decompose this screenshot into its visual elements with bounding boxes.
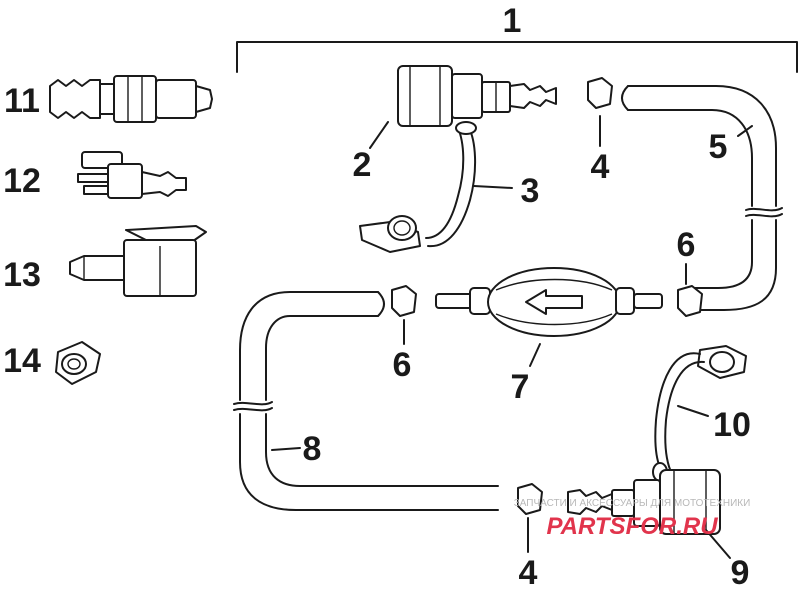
leader-lines [271, 115, 753, 559]
callout-2: 2 [353, 146, 372, 184]
part-14-clamp [55, 341, 101, 385]
callout-14: 14 [3, 342, 41, 380]
part-11-connector [49, 75, 213, 123]
callout-12: 12 [3, 162, 41, 200]
part-8-hose [233, 291, 499, 511]
callout-5: 5 [709, 128, 728, 166]
callout-4-top: 4 [591, 148, 610, 186]
part-5-hose [621, 85, 783, 311]
callout-3: 3 [521, 172, 540, 210]
part-2-fitting [397, 65, 557, 127]
assembly-bracket [236, 41, 798, 73]
part-12-connector [77, 151, 187, 199]
part-7-primer-bulb [435, 267, 663, 337]
part-3-cap-lanyard [359, 121, 477, 253]
part-13-connector [69, 225, 207, 297]
part-6-clamp-right [677, 285, 703, 317]
callout-6-right: 6 [677, 226, 696, 264]
callout-1: 1 [503, 2, 522, 40]
callout-13: 13 [3, 256, 41, 294]
watermark-logo: PARTSFOR.RU [546, 513, 718, 540]
callout-4-bottom: 4 [519, 554, 538, 592]
part-6-clamp-left [391, 285, 417, 317]
part-4-clamp-top [587, 77, 613, 109]
callout-7: 7 [511, 368, 530, 406]
watermark-caption: ЗАПЧАСТИ И АКСЕССУАРЫ ДЛЯ МОТОТЕХНИКИ [514, 498, 751, 509]
part-4-clamp-bottom [517, 483, 543, 515]
callout-11: 11 [4, 82, 40, 120]
callout-9: 9 [731, 554, 750, 592]
callout-10: 10 [713, 406, 751, 444]
callout-6-left: 6 [393, 346, 412, 384]
callout-8: 8 [303, 430, 322, 468]
part-9-fitting [567, 469, 721, 535]
